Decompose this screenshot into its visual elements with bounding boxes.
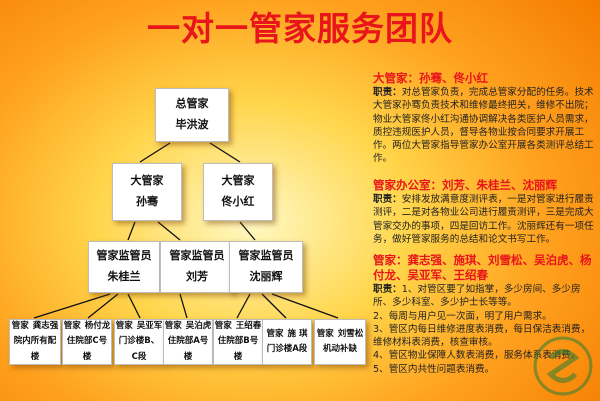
section-heading: 管家：龚志强、施琪、刘雪松、吴泊虎、杨付龙、吴亚军、王绍春: [373, 253, 592, 282]
duty-text: 安排发放满意度测评表，一是对管家进行履责测评，二是对各物业公司进行履责测评，三是…: [373, 194, 594, 245]
level3-name: 沈丽辉: [249, 270, 283, 283]
level3-name: 朱桂兰: [107, 270, 141, 283]
duty-text: 对总管家负责，完成总管家分配的任务。技术大管家孙骞负责技术和维修最终把关，维修不…: [373, 87, 594, 165]
leaf-name: 施 琪: [287, 328, 308, 339]
level2-name: 佟小红: [221, 195, 255, 208]
level3-role: 管家监管员: [238, 249, 294, 263]
level3-role: 管家监管员: [96, 249, 152, 263]
org-level2-box-2: 大管家 佟小红: [203, 163, 273, 221]
leaf-area: 门诊楼A段: [266, 344, 308, 354]
level3-role: 管家监管员: [169, 249, 225, 263]
org-level3-box-2: 管家监管员 刘芳: [160, 241, 234, 293]
leaf-area: 机动补缺: [322, 344, 357, 354]
level2-role: 大管家: [221, 174, 255, 188]
leaf-name: 吴泊虎: [185, 321, 212, 332]
duty-list-item: 4、管区物业保障人数表消费，服务体系表消费。: [373, 350, 581, 362]
leaf-role: 管家: [63, 321, 81, 332]
leaf-role: 管家: [115, 321, 133, 332]
leaf-role: 管家: [11, 321, 29, 332]
level3-name: 刘芳: [186, 270, 208, 283]
leaf-name: 王绍春: [235, 321, 262, 332]
company-logo-icon: [533, 336, 593, 396]
leaf-area: 院内所有配楼: [13, 336, 57, 362]
org-level2-box-1: 大管家 孙骞: [112, 163, 182, 221]
duty-list-item: 3、管区内每日维修进度表消费，每日保洁表消费，维修材料表消费，核查审核。: [373, 323, 591, 349]
level2-name: 孙骞: [136, 195, 158, 208]
leaf-area: 住院部C号楼: [66, 336, 108, 362]
duty-list-item: 5、管区内共性问题表消费。: [373, 363, 495, 375]
leaf-role: 管家: [214, 321, 232, 332]
leaf-role: 管家: [266, 328, 284, 339]
leaf-name: 杨付龙: [84, 321, 111, 332]
org-leaf-box-2: 管家杨付龙 住院部C号楼: [62, 319, 112, 365]
section-heading: 大管家：孙骞、佟小红: [373, 71, 488, 85]
duty-label: 职责：: [373, 87, 402, 98]
leaf-name: 刘雪松: [337, 328, 364, 339]
duty-label: 职责：: [373, 194, 402, 205]
leaf-area: 住院部A号楼: [167, 336, 209, 362]
org-level3-box-1: 管家监管员 朱桂兰: [88, 241, 160, 293]
duty-text: 1、对管区要了如指掌，多少房间、多少房所、多少科室、多少护士长等等。: [373, 284, 581, 309]
leaf-role: 管家: [316, 328, 334, 339]
org-leaf-box-7: 管家刘雪松 机动补缺: [314, 319, 366, 365]
org-leaf-box-5: 管家王绍春 住院部B号楼: [213, 319, 263, 365]
level2-role: 大管家: [130, 174, 164, 188]
info-section-2: 管家办公室：刘芳、朱桂兰、沈丽辉 职责：安排发放满意度测评表，一是对管家进行履责…: [373, 178, 595, 246]
org-leaf-box-6: 管家施 琪 门诊楼A段: [262, 319, 312, 365]
org-leaf-box-3: 管家吴亚军 门诊楼B、C段: [114, 319, 164, 365]
duty-label: 职责：: [373, 284, 402, 295]
root-name: 毕洪波: [175, 118, 209, 131]
leaf-name: 吴亚军: [136, 321, 163, 332]
info-section-3: 管家：龚志强、施琪、刘雪松、吴泊虎、杨付龙、吴亚军、王绍春 职责：1、对管区要了…: [373, 253, 595, 376]
root-role: 总管家: [175, 97, 209, 111]
duty-list-item: 2、每周与用户见一次面，明了用户需求。: [373, 310, 552, 322]
info-section-1: 大管家：孙骞、佟小红 职责：对总管家负责，完成总管家分配的任务。技术大管家孙骞负…: [373, 71, 595, 166]
org-leaf-box-1: 管家龚志强 院内所有配楼: [9, 319, 61, 365]
leaf-name: 龚志强: [32, 321, 59, 332]
leaf-role: 管家: [164, 321, 182, 332]
org-root-box: 总管家 毕洪波: [155, 88, 229, 142]
org-leaf-box-4: 管家吴泊虎 住院部A号楼: [163, 319, 213, 365]
page-title: 一对一管家服务团队: [147, 9, 453, 48]
leaf-area: 住院部B号楼: [217, 336, 259, 362]
leaf-area: 门诊楼B、C段: [118, 336, 160, 362]
section-heading: 管家办公室：刘芳、朱桂兰、沈丽辉: [373, 178, 557, 192]
org-level3-box-3: 管家监管员 沈丽辉: [229, 241, 303, 293]
